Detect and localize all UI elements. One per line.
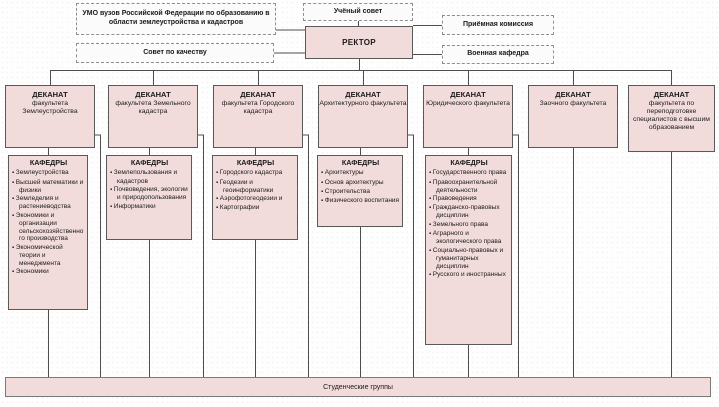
- department-item: Информатики: [110, 203, 189, 211]
- department-item: Аграрного и экологического права: [429, 230, 509, 246]
- military-department-box: Военная кафедра: [442, 45, 554, 64]
- departments-title: КАФЕДРЫ: [29, 158, 68, 167]
- dean-box: ДЕКАНАТ факультета Городского кадастра: [213, 85, 303, 148]
- department-item: Правоохранительной деятельности: [429, 179, 509, 195]
- departments-list: Землепользования и кадастровПочвоведения…: [110, 169, 189, 212]
- department-item: Архитектуры: [321, 169, 400, 177]
- departments-list: ЗемлеустройстваВысшей математики и физик…: [12, 169, 85, 277]
- department-item: Правоведения: [429, 195, 509, 203]
- dean-box: ДЕКАНАТ Архитектурного факультета: [318, 85, 408, 148]
- umo-box: УМО вузов Российской Федерации по образо…: [76, 3, 276, 35]
- department-item: Аэрофотогеодезии и: [216, 195, 295, 203]
- department-item: Картографии: [216, 204, 295, 212]
- dean-subtitle: Заочного факультета: [539, 100, 607, 107]
- departments-title: КАФЕДРЫ: [236, 158, 275, 167]
- dean-box: ДЕКАНАТ факультета по переподготовке спе…: [628, 85, 715, 152]
- departments-title: КАФЕДРЫ: [450, 158, 488, 167]
- dean-subtitle: факультета Городского кадастра: [221, 100, 295, 116]
- departments-box: КАФЕДРЫ АрхитектурыОснов архитектурыСтро…: [317, 155, 403, 227]
- department-item: Социально-правовых и гуманитарных дисцип…: [429, 247, 509, 270]
- departments-list: Городского кадастраГеодезии и геоинформа…: [216, 169, 295, 213]
- department-item: Высшей математики и физики: [12, 179, 85, 195]
- departments-list: АрхитектурыОснов архитектурыСтроительств…: [321, 169, 400, 205]
- department-item: Земледелия и растениеводства: [12, 195, 85, 211]
- departments-list: Государственного праваПравоохранительной…: [429, 169, 509, 280]
- dean-box: ДЕКАНАТ Юридического факультета: [423, 85, 513, 148]
- dean-box: ДЕКАНАТ факультета Землеустройства: [5, 85, 95, 148]
- dean-subtitle: Архитектурного факультета: [319, 100, 407, 107]
- department-item: Землепользования и кадастров: [110, 169, 189, 185]
- department-item: Экономической теории и менеджмента: [12, 244, 85, 267]
- department-item: Физического воспитания: [321, 197, 400, 205]
- dean-box: ДЕКАНАТ факультета Земельного кадастра: [108, 85, 198, 148]
- dean-title: ДЕКАНАТ: [450, 90, 486, 99]
- dean-subtitle: Юридического факультета: [426, 100, 510, 107]
- dean-subtitle: факультета Землеустройства: [22, 100, 78, 116]
- dean-title: ДЕКАНАТ: [653, 90, 690, 99]
- department-item: Экономики и организации сельскохозяйстве…: [12, 212, 85, 243]
- department-item: Русского и иностранных: [429, 271, 509, 279]
- department-item: Основ архитектуры: [321, 179, 400, 187]
- departments-box: КАФЕДРЫ Землепользования и кадастровПочв…: [106, 155, 192, 240]
- dean-box: ДЕКАНАТ Заочного факультета: [528, 85, 618, 148]
- admissions-committee-box: Приёмная комиссия: [442, 15, 554, 35]
- department-item: Землеустройства: [12, 169, 85, 177]
- dean-title: ДЕКАНАТ: [32, 90, 68, 99]
- department-item: Строительства: [321, 188, 400, 196]
- dean-title: ДЕКАНАТ: [555, 90, 591, 99]
- department-item: Земельного права: [429, 221, 509, 229]
- department-item: Почвоведения, экологии и природопользова…: [110, 186, 189, 202]
- departments-box: КАФЕДРЫ Государственного праваПравоохран…: [425, 155, 512, 345]
- departments-title: КАФЕДРЫ: [341, 158, 380, 167]
- department-item: Экономики: [12, 268, 85, 276]
- department-item: Государственного права: [429, 169, 509, 177]
- departments-box: КАФЕДРЫ ЗемлеустройстваВысшей математики…: [8, 155, 88, 310]
- department-item: Гражданско-правовых дисциплин: [429, 204, 509, 220]
- quality-council-box: Совет по качеству: [76, 43, 274, 63]
- departments-box: КАФЕДРЫ Городского кадастраГеодезии и ге…: [212, 155, 298, 240]
- dean-subtitle: факультета по переподготовке специалисто…: [633, 100, 710, 132]
- department-item: Геодезии и геоинформатики: [216, 179, 295, 195]
- dean-title: ДЕКАНАТ: [135, 90, 171, 99]
- dean-subtitle: факультета Земельного кадастра: [115, 100, 191, 116]
- academic-council-box: Учёный совет: [303, 3, 413, 21]
- rector-box: РЕКТОР: [305, 26, 413, 59]
- dean-title: ДЕКАНАТ: [240, 90, 276, 99]
- student-groups-bar: Студенческие группы: [5, 377, 711, 397]
- dean-title: ДЕКАНАТ: [345, 90, 381, 99]
- department-item: Городского кадастра: [216, 169, 295, 177]
- departments-title: КАФЕДРЫ: [130, 158, 169, 167]
